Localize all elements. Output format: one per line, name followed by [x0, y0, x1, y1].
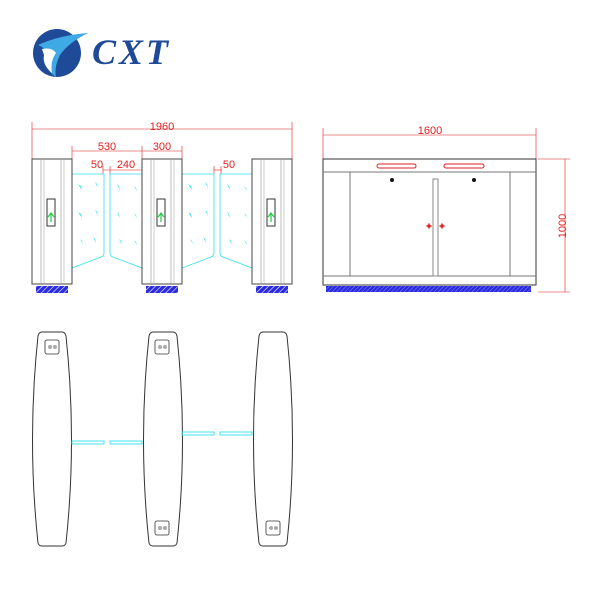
- dim-overall-width: 1960: [31, 121, 293, 160]
- dim-length: 1600: [322, 125, 537, 160]
- front-view: 1960 530 300 50 240 50: [31, 121, 293, 293]
- svg-text:50: 50: [223, 159, 235, 171]
- logo-emblem-icon: [33, 29, 88, 77]
- cabinet-right: [251, 158, 293, 293]
- panel-left: [32, 331, 72, 547]
- brand-logo: CXT: [30, 25, 190, 80]
- wing-arms: [71, 431, 253, 445]
- brand-name: CXT: [92, 32, 172, 72]
- svg-text:1000: 1000: [557, 214, 569, 238]
- dim-lane-width: 530: [71, 141, 143, 160]
- svg-text:1960: 1960: [150, 121, 174, 133]
- svg-text:300: 300: [153, 141, 171, 153]
- dim-gap-wing: 50 240: [91, 159, 142, 174]
- up-arrow-icon: [157, 212, 165, 222]
- svg-text:50: 50: [91, 159, 103, 171]
- side-view: 1600 1000: [322, 125, 570, 293]
- panel-middle: [143, 331, 183, 547]
- svg-text:530: 530: [98, 141, 116, 153]
- sensor-icons: [426, 223, 445, 229]
- svg-text:1600: 1600: [418, 125, 442, 137]
- glass-wings-lane-2: [181, 173, 253, 269]
- dim-gap-right: 50: [213, 159, 235, 174]
- up-arrow-icon: [267, 212, 275, 222]
- svg-text:240: 240: [117, 159, 135, 171]
- panel-right: [253, 331, 293, 547]
- dim-height: 1000: [538, 158, 570, 293]
- cabinet-middle: [141, 158, 183, 293]
- dim-cabinet-width: 300: [142, 141, 183, 160]
- glass-wings-lane-1: [71, 173, 143, 269]
- reader-icons: [44, 339, 281, 536]
- cabinet-left: [31, 158, 73, 293]
- up-arrow-icon: [47, 212, 55, 222]
- top-view: [32, 331, 293, 547]
